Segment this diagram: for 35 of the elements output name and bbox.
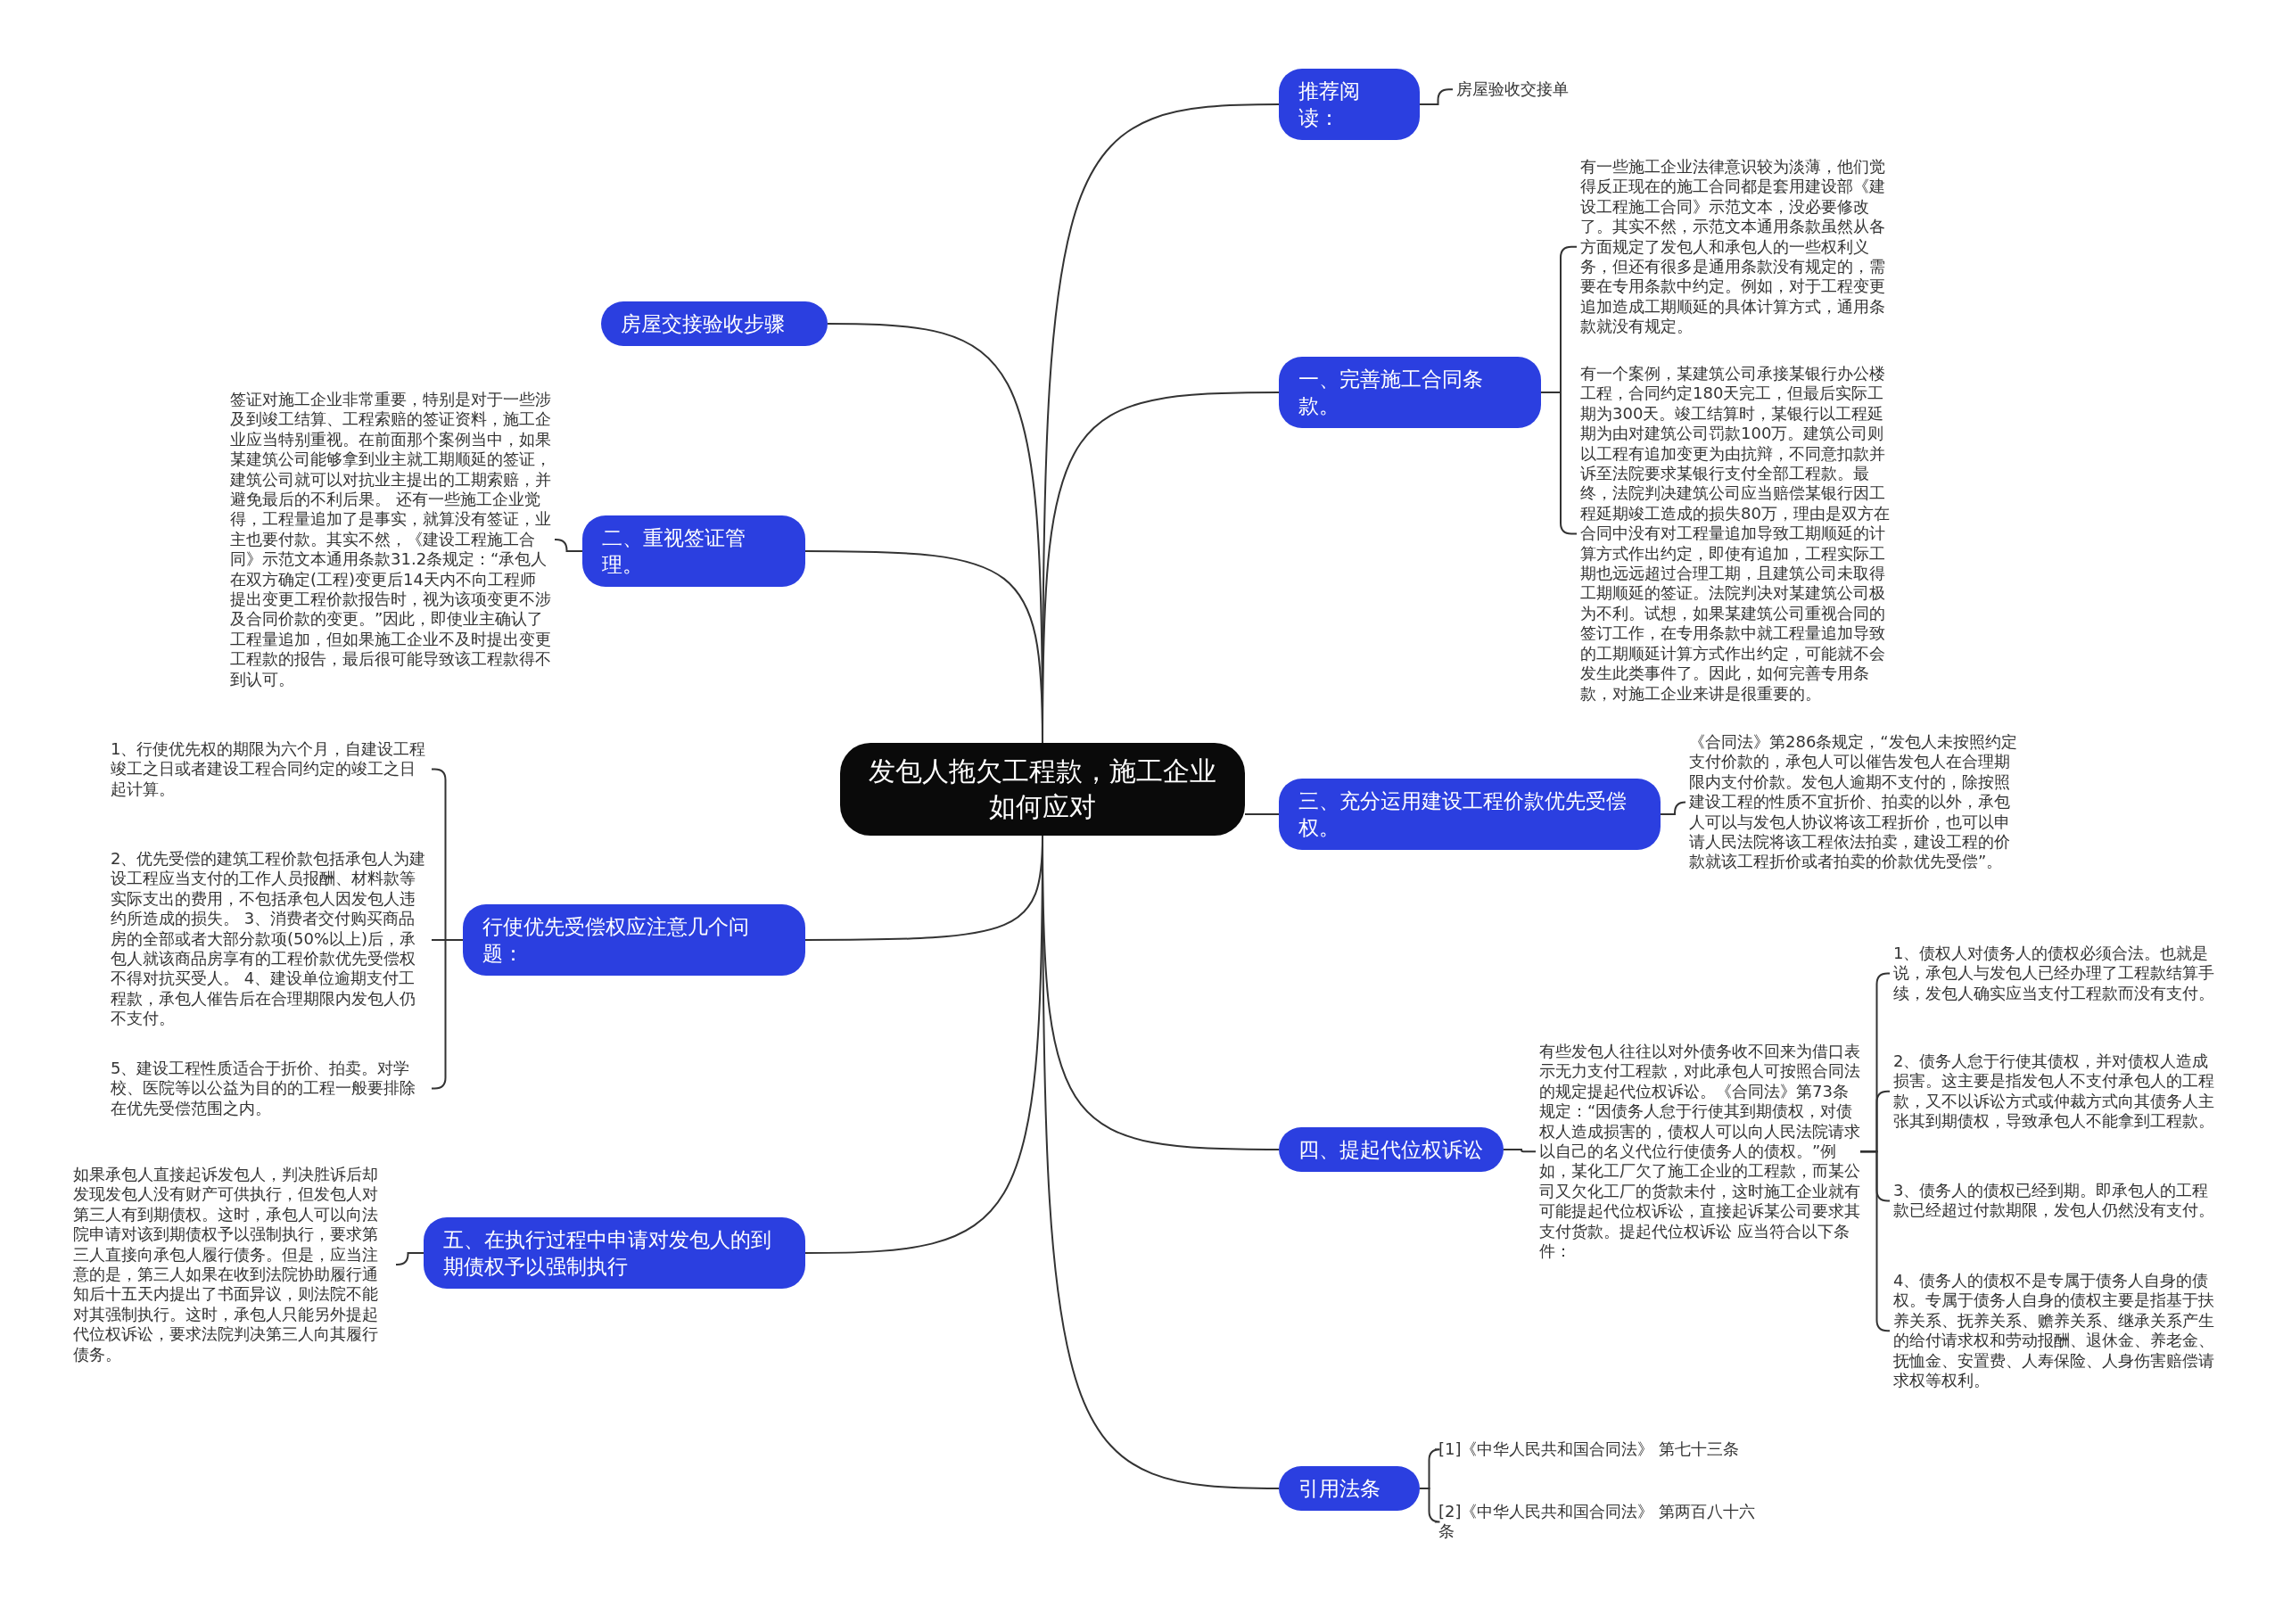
note-text: 3、债务人的债权已经到期。即承包人的工程款已经超过付款期限，发包人仍然没有支付。 — [1893, 1181, 2216, 1221]
note-text: 2、债务人怠于行使其债权，并对债权人造成损害。这主要是指发包人不支付承包人的工程款，又不以诉讼方式或仲裁方式向其债务人主张其到期债权，导致承包人不能拿到工程款。 — [1893, 1051, 2216, 1132]
topic-box: 五、在执行过程中申请对发包人的到期债权予以强制执行 — [424, 1217, 805, 1289]
connector-line — [1859, 1150, 1891, 1332]
note-text: 有一个案例，某建筑公司承接某银行办公楼工程，合同约定180天完工，但最后实际工期为300天。竣工结算时，某银行以工程延期为由对建筑公司罚款100万。建筑公司则以工程有追加变更为由抗辩，不同意扣款并诉至法院要求某银行支付全部工程款。最终，法院判决建筑公司应当赔偿某银行因工程延期竣工造成的损失80万，理由是双方在合同中没有对工程量追加导致工期顺延的计算方式作出约定，即使有追加，工程实际工期也远远超过合理工期，且建筑公司未取得工期顺延的签证。法院判决对某建筑公司极为不利。试想，如果某建筑公司重视合同的签订工作，在专用条款中就工程量追加导致的工期顺延计算方式作出约定，可能就不会发生此类事件了。因此，如何完善专用条款，对施工企业来讲是很重要的。 — [1580, 364, 1894, 704]
connector-line — [1419, 1488, 1441, 1523]
topic-box: 一、完善施工合同条款。 — [1279, 357, 1541, 428]
connector-line — [395, 1252, 424, 1266]
topic-box: 二、重视签证管理。 — [582, 515, 805, 587]
note-text: [1]《中华人民共和国合同法》 第七十三条 — [1438, 1439, 1760, 1460]
connector-line — [1244, 813, 1280, 815]
topic-box: 四、提起代位权诉讼 — [1279, 1127, 1504, 1172]
topic-box: 行使优先受偿权应注意几个问题： — [463, 904, 805, 976]
connector-line — [804, 550, 1043, 744]
connector-line — [1419, 88, 1454, 105]
central-topic: 发包人拖欠工程款，施工企业如何应对 — [840, 743, 1245, 836]
connector-line — [1503, 1149, 1537, 1153]
note-text: 2、优先受偿的建筑工程价款包括承包人为建设工程应当支付的工作人员报酬、材料款等实际支出的费用，不包括承包人因发包人违约所造成的损失。 3、消费者交付购买商品房的全部或者大部分款项(50%以上)后，承包人就该商品房享有的工程价款优先受偿权不得对抗买受人。 4、建设单位逾期支付工程款，承包人催告后在合理期限内发包人仍不支付。 — [111, 849, 428, 1029]
topic-box: 推荐阅读： — [1279, 69, 1420, 140]
connector-line — [554, 539, 583, 552]
topic-box: 三、充分运用建设工程价款优先受偿权。 — [1279, 779, 1661, 850]
note-text: 1、债权人对债务人的债权必须合法。也就是说，承包人与发包人已经办理了工程款结算手续，发包人确实应当支付工程款而没有支付。 — [1893, 944, 2216, 1004]
note-text: 房屋验收交接单 — [1456, 79, 1652, 100]
note-text: 4、债务人的债权不是专属于债务人自身的债权。专属于债务人自身的债权主要是指基于扶养关系、抚养关系、赡养关系、继承关系产生的给付请求权和劳动报酬、退休金、养老金、抚恤金、安置费、人寿保险、人身伤害赔偿请求权等权利。 — [1893, 1271, 2216, 1391]
note-text: 有一些施工企业法律意识较为淡薄，他们觉得反正现在的施工合同都是套用建设部《建设工程施工合同》示范文本，没必要修改了。其实不然，示范文本通用条款虽然从各方面规定了发包人和承包人的一些权利义务，但还有很多是通用条款没有规定的，需要在专用条款中约定。例如，对于工程变更追加造成工期顺延的具体计算方式，通用条款就没有规定。 — [1580, 157, 1894, 337]
note-text: 1、行使优先权的期限为六个月，自建设工程竣工之日或者建设工程合同约定的竣工之日起计算。 — [111, 739, 428, 800]
note-text: 如果承包人直接起诉发包人，判决胜诉后却发现发包人没有财产可供执行，但发包人对第三人有到期债权。这时，承包人可以向法院申请对该到期债权予以强制执行，要求第三人直接向承包人履行债务。但是，应当注意的是，第三人如果在收到法院协助履行通知后十五天内提出了书面异议，则法院不能对其强制执行。这时，承包人只能另外提起代位权诉讼，要求法院判决第三人向其履行债务。 — [73, 1165, 392, 1365]
connector-line — [1660, 801, 1686, 815]
topic-box: 房屋交接验收步骤 — [601, 301, 828, 346]
topic-box: 引用法条 — [1279, 1466, 1420, 1511]
note-text: 《合同法》第286条规定，“发包人未按照约定支付价款的，承包人可以催告发包人在合理期限内支付价款。发包人逾期不支付的，除按照建设工程的性质不宜折价、拍卖的以外，承包人可以与发包人协议将该工程折价，也可以申请人民法院将该工程依法拍卖，建设工程的价款就该工程折价或者拍卖的价款优先受偿”。 — [1689, 732, 2019, 872]
note-text: 5、建设工程性质适合于折价、拍卖。对学校、医院等以公益为目的的工程一般要排除在优先受偿范围之内。 — [111, 1059, 428, 1119]
note-text: 有些发包人往往以对外债务收不回来为借口表示无力支付工程款，对此承包人可按照合同法的规定提起代位权诉讼。《合同法》第73条规定：“因债务人怠于行使其到期债权，对债权人造成损害的，债权人可以向人民法院请求以自己的名义代位行使债务人的债权。”例如，某化工厂欠了施工企业的工程款，而某公司又欠化工厂的货款未付，这时施工企业就有可能提起代位权诉讼，直接起诉某公司要求其支付货款。提起代位权诉讼 应当符合以下条件： — [1539, 1042, 1860, 1262]
note-text: [2]《中华人民共和国合同法》 第两百八十六条 — [1438, 1502, 1760, 1542]
note-text: 签证对施工企业非常重要，特别是对于一些涉及到竣工结算、工程索赔的签证资料，施工企业应当特别重视。在前面那个案例当中，如果某建筑公司能够拿到业主就工期顺延的签证，建筑公司就可以对抗业主提出的工期索赔，并避免最后的不利后果。 还有一些施工企业觉得，工程量追加了是事实，就算没有签证，业主也要付款。其实不然，《建设工程施工合同》示范文本通用条款31.2条规定：“承包人在双方确定(工程)变更后14天内不向工程师提出变更工程价款报告时，视为该项变更不涉及合同价款的变更。”因此，即使业主确认了工程量追加，但如果施工企业不及时提出变更工程款的报告，最后很可能导致该工程款得不到认可。 — [230, 390, 551, 690]
